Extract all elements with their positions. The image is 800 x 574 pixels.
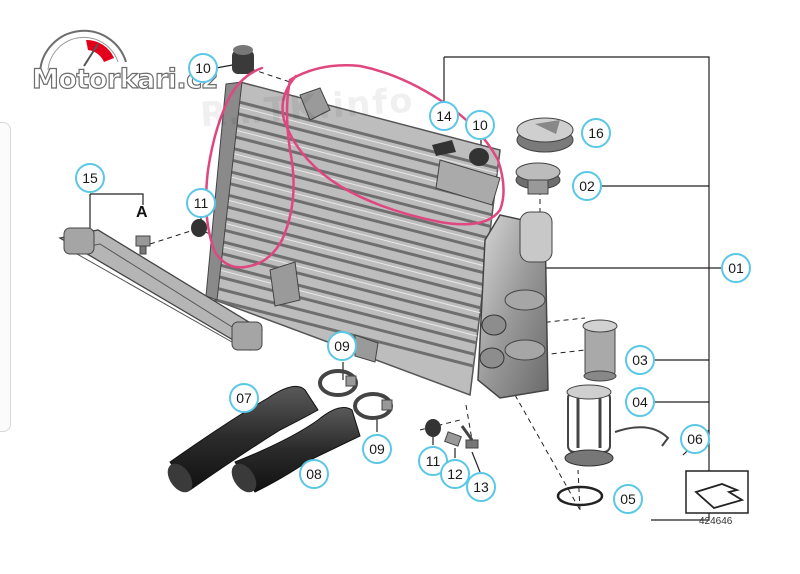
callout-08: 08 bbox=[299, 459, 329, 489]
logo-text: Motorkari.cz bbox=[31, 63, 218, 95]
wire-clip bbox=[614, 426, 670, 447]
hand-drawn-annotation bbox=[204, 64, 505, 269]
callout-11-upper: 11 bbox=[186, 188, 216, 218]
thermostat bbox=[582, 319, 618, 382]
callout-03: 03 bbox=[625, 345, 655, 375]
callout-10-top-left: 10 bbox=[188, 53, 218, 83]
callout-09-lower: 09 bbox=[362, 434, 392, 464]
callout-15: 15 bbox=[75, 163, 105, 193]
callout-01: 01 bbox=[721, 253, 751, 283]
detail-a-label: A bbox=[136, 204, 148, 221]
reference-arrow-box bbox=[685, 470, 749, 514]
header-tank bbox=[477, 211, 553, 399]
logo-mark bbox=[39, 29, 127, 73]
side-panel-edge bbox=[0, 122, 11, 432]
callout-12: 12 bbox=[440, 459, 470, 489]
callout-05: 05 bbox=[613, 484, 643, 514]
grommet-top-right bbox=[469, 148, 489, 166]
small-bolt-a bbox=[135, 235, 151, 255]
filler-neck bbox=[515, 162, 561, 195]
hose-07 bbox=[167, 385, 319, 493]
radiator-core bbox=[205, 81, 501, 397]
callout-04: 04 bbox=[625, 387, 655, 417]
o-ring bbox=[556, 485, 604, 507]
callout-09-upper: 09 bbox=[327, 331, 357, 361]
grommet-lower bbox=[425, 419, 441, 437]
callout-13: 13 bbox=[466, 472, 496, 502]
thermostat-housing bbox=[564, 384, 614, 467]
callout-06: 06 bbox=[680, 424, 710, 454]
callout-10-right: 10 bbox=[465, 110, 495, 140]
grommet-top-left bbox=[232, 45, 254, 74]
spacer-sleeve bbox=[444, 431, 462, 447]
callout-07: 07 bbox=[229, 383, 259, 413]
callout-14: 14 bbox=[429, 101, 459, 131]
reference-number: 424646 bbox=[699, 516, 733, 527]
callout-16: 16 bbox=[581, 118, 611, 148]
hose-clamp-upper bbox=[318, 369, 358, 397]
grommet-left bbox=[191, 219, 207, 237]
radiator-cap bbox=[516, 117, 574, 153]
bracket-top bbox=[435, 159, 501, 206]
hose-clamp-lower bbox=[353, 392, 393, 420]
mounting-bracket bbox=[58, 227, 263, 351]
callout-02: 02 bbox=[572, 171, 602, 201]
screw bbox=[460, 425, 479, 449]
hose-08 bbox=[231, 407, 361, 493]
rubber-pad-14 bbox=[432, 140, 456, 156]
